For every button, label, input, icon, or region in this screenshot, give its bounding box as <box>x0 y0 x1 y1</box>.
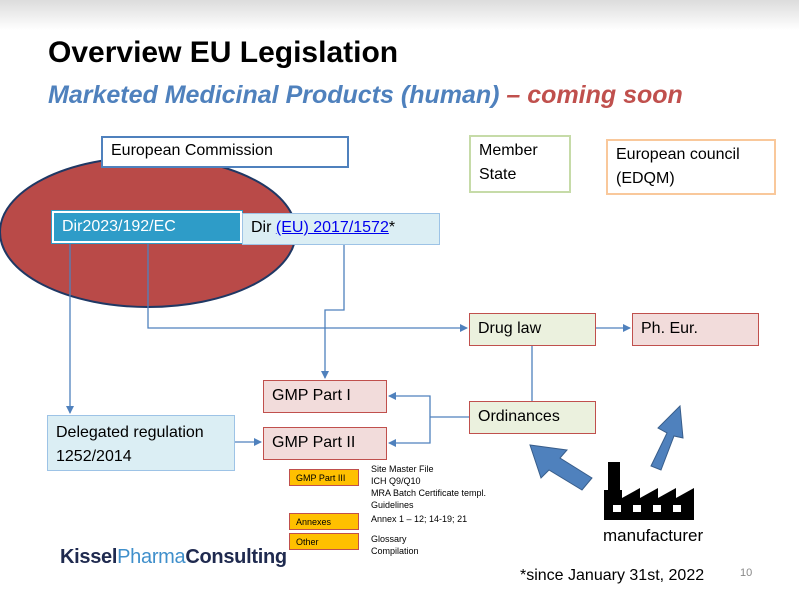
directive-2017-link[interactable]: (EU) 2017/1572 <box>275 219 389 236</box>
ph-eur-box: Ph. Eur. <box>632 313 759 346</box>
arrow-ordinances-to-gmp1 <box>388 392 431 417</box>
delegated-regulation-box: Delegated regulation 1252/2014 <box>47 415 235 471</box>
gmp-part3-tag: GMP Part III <box>289 469 359 486</box>
site-master-file-text: Site Master File <box>371 464 434 474</box>
logo-part1: Kissel <box>60 546 118 568</box>
european-council-line2: (EDQM) <box>616 170 675 187</box>
annex-range-text: Annex 1 – 12; 14-19; 21 <box>371 514 468 524</box>
annexes-tag: Annexes <box>289 513 359 530</box>
arrow-dir2017-to-gmp1 <box>321 245 345 379</box>
block-arrow-to-ordinances <box>529 444 593 491</box>
directive-2017-prefix: Dir <box>251 219 276 236</box>
directive-2017-suffix: * <box>388 219 396 236</box>
delegated-line2: 1252/2014 <box>56 448 132 465</box>
header-gradient <box>0 0 799 30</box>
logo-part3: Consulting <box>185 546 287 568</box>
ordinances-box: Ordinances <box>469 401 596 434</box>
guidelines-text: Guidelines <box>371 500 414 510</box>
member-state-line1: Member <box>479 142 538 159</box>
ich-text: ICH Q9/Q10 <box>371 476 421 486</box>
page-subtitle: Marketed Medicinal Products (human) – co… <box>48 81 683 110</box>
subtitle-suffix: – coming soon <box>499 81 683 109</box>
other-tag: Other <box>289 533 359 550</box>
logo-part2: Pharma <box>117 546 186 568</box>
manufacturer-label: manufacturer <box>603 526 704 545</box>
footnote: *since January 31st, 2022 <box>520 567 705 584</box>
directive-2023-box: Dir2023/192/EC <box>52 211 242 243</box>
block-arrow-to-pheur <box>650 404 684 471</box>
glossary-text: Glossary <box>371 534 407 544</box>
european-council-box: European council (EDQM) <box>606 139 776 195</box>
company-logo: KisselPharmaConsulting <box>60 546 287 569</box>
mra-text: MRA Batch Certificate templ. <box>371 488 487 498</box>
factory-icon <box>604 462 694 520</box>
gmp-part1-box: GMP Part I <box>263 380 387 413</box>
page-title: Overview EU Legislation <box>48 36 399 69</box>
compilation-text: Compilation <box>371 546 419 556</box>
drug-law-box: Drug law <box>469 313 596 346</box>
gmp-part2-box: GMP Part II <box>263 427 387 460</box>
arrow-dir2023-to-druglaw <box>147 243 468 332</box>
member-state-line2: State <box>479 166 517 183</box>
subtitle-main: Marketed Medicinal Products (human) <box>48 81 500 109</box>
directive-2017-box: Dir (EU) 2017/1572* <box>242 213 440 245</box>
european-council-line1: European council <box>616 146 740 163</box>
manufacturer-arrows <box>529 404 684 491</box>
member-state-box: Member State <box>469 135 571 193</box>
european-commission-box: European Commission <box>101 136 349 168</box>
arrow-ordinances-to-gmp2 <box>388 417 431 447</box>
delegated-line1: Delegated regulation <box>56 424 204 441</box>
page-number: 10 <box>740 567 753 579</box>
